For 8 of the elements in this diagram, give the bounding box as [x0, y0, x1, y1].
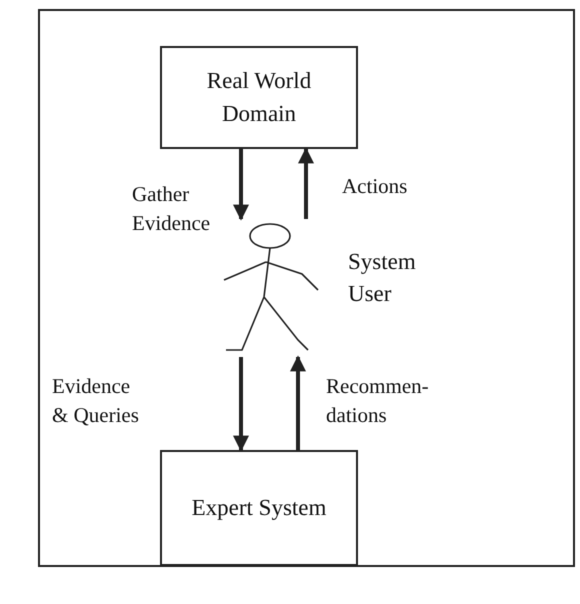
arrow [233, 149, 249, 221]
arrow [298, 147, 314, 219]
box-label: Real World Domain [206, 67, 312, 128]
process-box [160, 450, 358, 566]
arrow [290, 355, 306, 450]
arrow [233, 357, 249, 452]
box-label: Expert System [190, 494, 328, 522]
process-box [160, 46, 358, 149]
